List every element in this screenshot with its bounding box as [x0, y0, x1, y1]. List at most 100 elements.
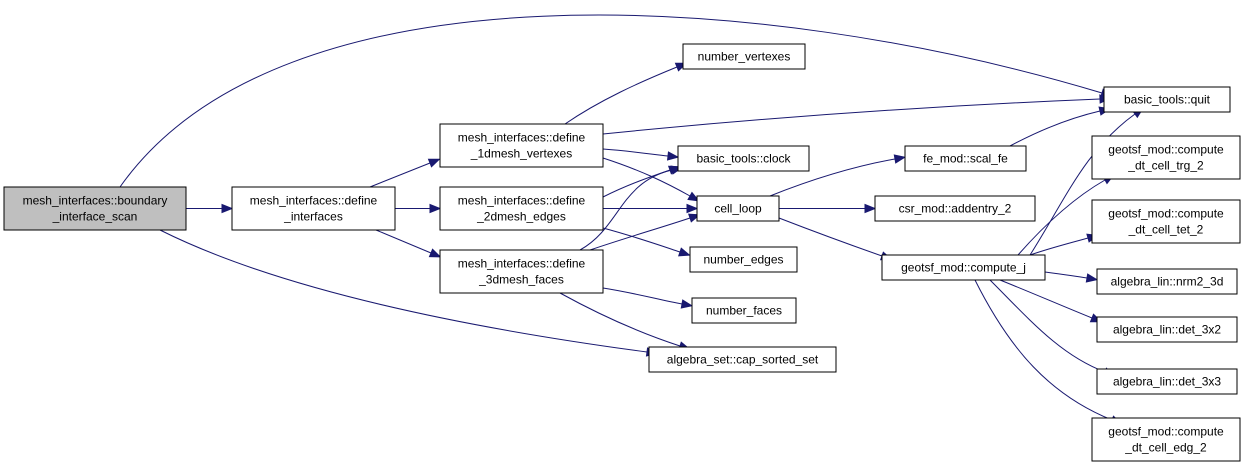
node-box: [689, 246, 798, 273]
node-box: [439, 186, 604, 231]
node-csr[interactable]: csr_mod::addentry_2: [874, 195, 1036, 222]
node-box: [1096, 316, 1238, 343]
edge-boundary-to-define: [186, 203, 234, 214]
node-label: csr_mod::addentry_2: [899, 202, 1012, 216]
node-label: _interface_scan: [52, 210, 138, 224]
node-scal[interactable]: fe_mod::scal_fe: [904, 145, 1027, 172]
edge-line: [778, 217, 883, 257]
edge-define-to-d1: [369, 158, 441, 188]
edge-line: [1017, 179, 1106, 256]
node-label: geotsf_mod::compute: [1108, 143, 1224, 157]
node-nrm[interactable]: algebra_lin::nrm2_3d: [1096, 268, 1238, 295]
edge-d1-to-quit: [602, 94, 1112, 135]
node-nv[interactable]: number_vertexes: [682, 43, 806, 70]
node-label: _3dmesh_faces: [478, 273, 564, 287]
node-box: [231, 186, 396, 231]
node-box: [1091, 199, 1241, 244]
edge-line: [1029, 113, 1136, 256]
node-ne[interactable]: number_edges: [689, 246, 798, 273]
node-box: [1091, 135, 1241, 180]
node-label: mesh_interfaces::boundary: [23, 194, 168, 208]
arrowhead-icon: [666, 151, 680, 161]
node-cap[interactable]: algebra_set::cap_sorted_set: [648, 346, 837, 373]
node-tet[interactable]: geotsf_mod::compute_dt_cell_tet_2: [1091, 199, 1241, 244]
node-label: _dt_cell_edg_2: [1124, 441, 1207, 455]
arrowhead-icon: [429, 203, 442, 214]
edge-cell-to-csr: [779, 203, 877, 214]
edge-d3-to-nf: [602, 287, 694, 309]
edge-line: [602, 227, 681, 253]
edge-line: [1009, 110, 1101, 147]
arrowhead-icon: [686, 203, 699, 214]
node-cell[interactable]: cell_loop: [696, 195, 780, 222]
edge-line: [589, 217, 691, 251]
arrowhead-icon: [221, 203, 234, 214]
node-d1[interactable]: mesh_interfaces::define_1dmesh_vertexes: [439, 123, 604, 168]
node-det2[interactable]: algebra_lin::det_3x2: [1096, 316, 1238, 343]
edge-d1-to-nv: [564, 62, 688, 125]
node-d2[interactable]: mesh_interfaces::define_2dmesh_edges: [439, 186, 604, 231]
edge-cj-to-nrm: [1044, 271, 1099, 283]
edge-line: [159, 229, 648, 353]
node-label: geotsf_mod::compute: [1108, 207, 1224, 221]
node-label: _2dmesh_edges: [476, 210, 566, 224]
arrowhead-icon: [680, 299, 694, 309]
node-edg[interactable]: geotsf_mod::compute_dt_cell_edg_2: [1091, 417, 1241, 462]
node-label: basic_tools::quit: [1124, 93, 1211, 107]
node-label: _1dmesh_vertexes: [470, 147, 572, 161]
edge-line: [375, 229, 432, 254]
node-nf[interactable]: number_faces: [691, 297, 797, 324]
node-box: [682, 43, 806, 70]
node-label: number_edges: [703, 253, 783, 267]
node-box: [881, 254, 1046, 281]
edge-line: [602, 157, 691, 197]
node-label: number_faces: [706, 304, 782, 318]
edge-line: [989, 279, 1106, 373]
node-d3[interactable]: mesh_interfaces::define_3dmesh_faces: [439, 249, 604, 294]
node-boundary[interactable]: mesh_interfaces::boundary_interface_scan: [3, 186, 187, 231]
arrowhead-icon: [864, 203, 877, 214]
node-box: [691, 297, 797, 324]
node-label: mesh_interfaces::define: [458, 131, 586, 145]
edge-d1-to-clock: [602, 148, 680, 161]
node-box: [677, 145, 810, 172]
edge-cj-to-edg: [974, 279, 1123, 425]
edge-cj-to-det2: [999, 279, 1103, 323]
arrowhead-icon: [893, 154, 907, 164]
call-edges: [119, 14, 1145, 425]
edge-cell-to-scal: [769, 154, 907, 197]
node-label: _interfaces: [283, 210, 343, 224]
node-label: algebra_lin::det_3x2: [1113, 323, 1221, 337]
node-box: [3, 186, 187, 231]
edge-line: [602, 98, 1101, 135]
edge-line: [579, 169, 673, 251]
node-trg[interactable]: geotsf_mod::compute_dt_cell_trg_2: [1091, 135, 1241, 180]
node-label: number_vertexes: [698, 50, 791, 64]
edge-line: [1044, 271, 1088, 279]
node-quit[interactable]: basic_tools::quit: [1103, 86, 1231, 113]
node-label: mesh_interfaces::define: [458, 257, 586, 271]
edge-line: [999, 279, 1093, 319]
edge-define-to-d2: [395, 203, 442, 214]
edge-line: [1029, 237, 1089, 256]
edge-line: [602, 287, 683, 305]
edge-line: [564, 66, 678, 125]
edge-line: [974, 279, 1113, 421]
node-box: [904, 145, 1027, 172]
node-label: _dt_cell_tet_2: [1128, 223, 1204, 237]
node-label: mesh_interfaces::define: [250, 194, 378, 208]
arrowhead-icon: [428, 248, 442, 258]
arrowhead-icon: [678, 247, 691, 257]
edge-line: [119, 14, 1103, 188]
node-label: geotsf_mod::compute: [1108, 425, 1224, 439]
node-box: [439, 249, 604, 294]
arrowhead-icon: [427, 158, 441, 168]
node-det3[interactable]: algebra_lin::det_3x3: [1096, 368, 1238, 395]
node-clock[interactable]: basic_tools::clock: [677, 145, 810, 172]
node-cj[interactable]: geotsf_mod::compute_j: [881, 254, 1046, 281]
edge-line: [602, 148, 669, 157]
edge-d1-to-cell: [602, 157, 700, 202]
edge-cj-to-tet: [1029, 233, 1099, 256]
node-define[interactable]: mesh_interfaces::define_interfaces: [231, 186, 396, 231]
